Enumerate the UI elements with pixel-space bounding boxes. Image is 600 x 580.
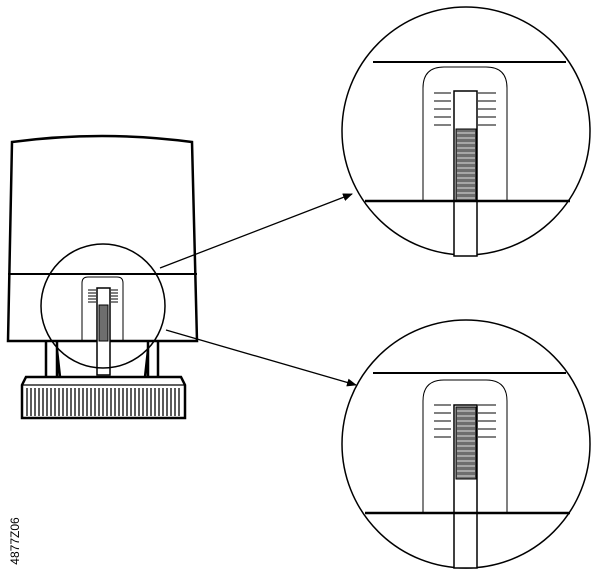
upper-detail-view	[341, 6, 591, 257]
knob-ribs	[22, 384, 185, 416]
detail-circle	[40, 243, 166, 369]
left-leg	[44, 341, 62, 378]
indicator-bar	[455, 406, 477, 480]
indicator-bar	[98, 304, 109, 342]
figure-code: 4877Z06	[8, 517, 22, 565]
indicator-window	[81, 276, 124, 341]
arrow-to-upper-detail	[159, 193, 353, 269]
lower-detail-view	[341, 319, 591, 569]
right-leg	[143, 341, 160, 378]
scale-ticks	[88, 289, 118, 303]
indicator-bar	[455, 128, 477, 202]
actuator-housing	[6, 134, 199, 343]
actuator	[6, 134, 199, 420]
arrow-to-lower-detail	[165, 329, 357, 387]
